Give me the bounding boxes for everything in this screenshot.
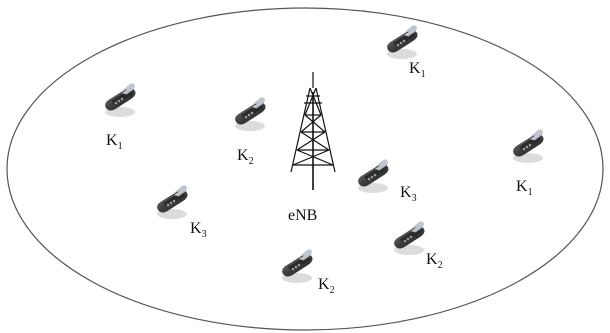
base-station-tower-icon (290, 72, 336, 190)
mobile-phone-icon (235, 97, 266, 131)
user-group-label: K3 (190, 220, 207, 240)
mobile-phone-icon (157, 185, 188, 219)
base-station-label: eNB (288, 207, 317, 224)
mobile-phone-icon (394, 221, 425, 255)
user-group-label: K1 (409, 60, 426, 80)
user-equipment: K2 (282, 249, 335, 296)
mobile-phone-icon (513, 129, 544, 163)
mobile-phone-icon (387, 25, 418, 59)
user-equipment: K1 (513, 129, 544, 198)
user-equipment: K1 (387, 25, 426, 80)
mobile-phone-icon (358, 159, 389, 193)
user-equipment: K3 (157, 185, 207, 240)
user-group-label: K3 (400, 184, 417, 204)
user-equipment: K2 (394, 221, 443, 271)
user-equipment: K1 (105, 83, 136, 152)
user-group-label: K1 (516, 178, 533, 198)
user-equipment: K2 (235, 97, 266, 167)
user-group-label: K2 (426, 251, 443, 271)
mobile-phone-icon (105, 83, 136, 117)
mobile-phone-icon (282, 249, 313, 283)
user-group-label: K1 (106, 132, 123, 152)
cell-coverage-boundary (6, 7, 604, 331)
user-equipment: K3 (358, 159, 417, 204)
user-group-label: K2 (318, 276, 335, 296)
user-group-label: K2 (237, 147, 254, 167)
